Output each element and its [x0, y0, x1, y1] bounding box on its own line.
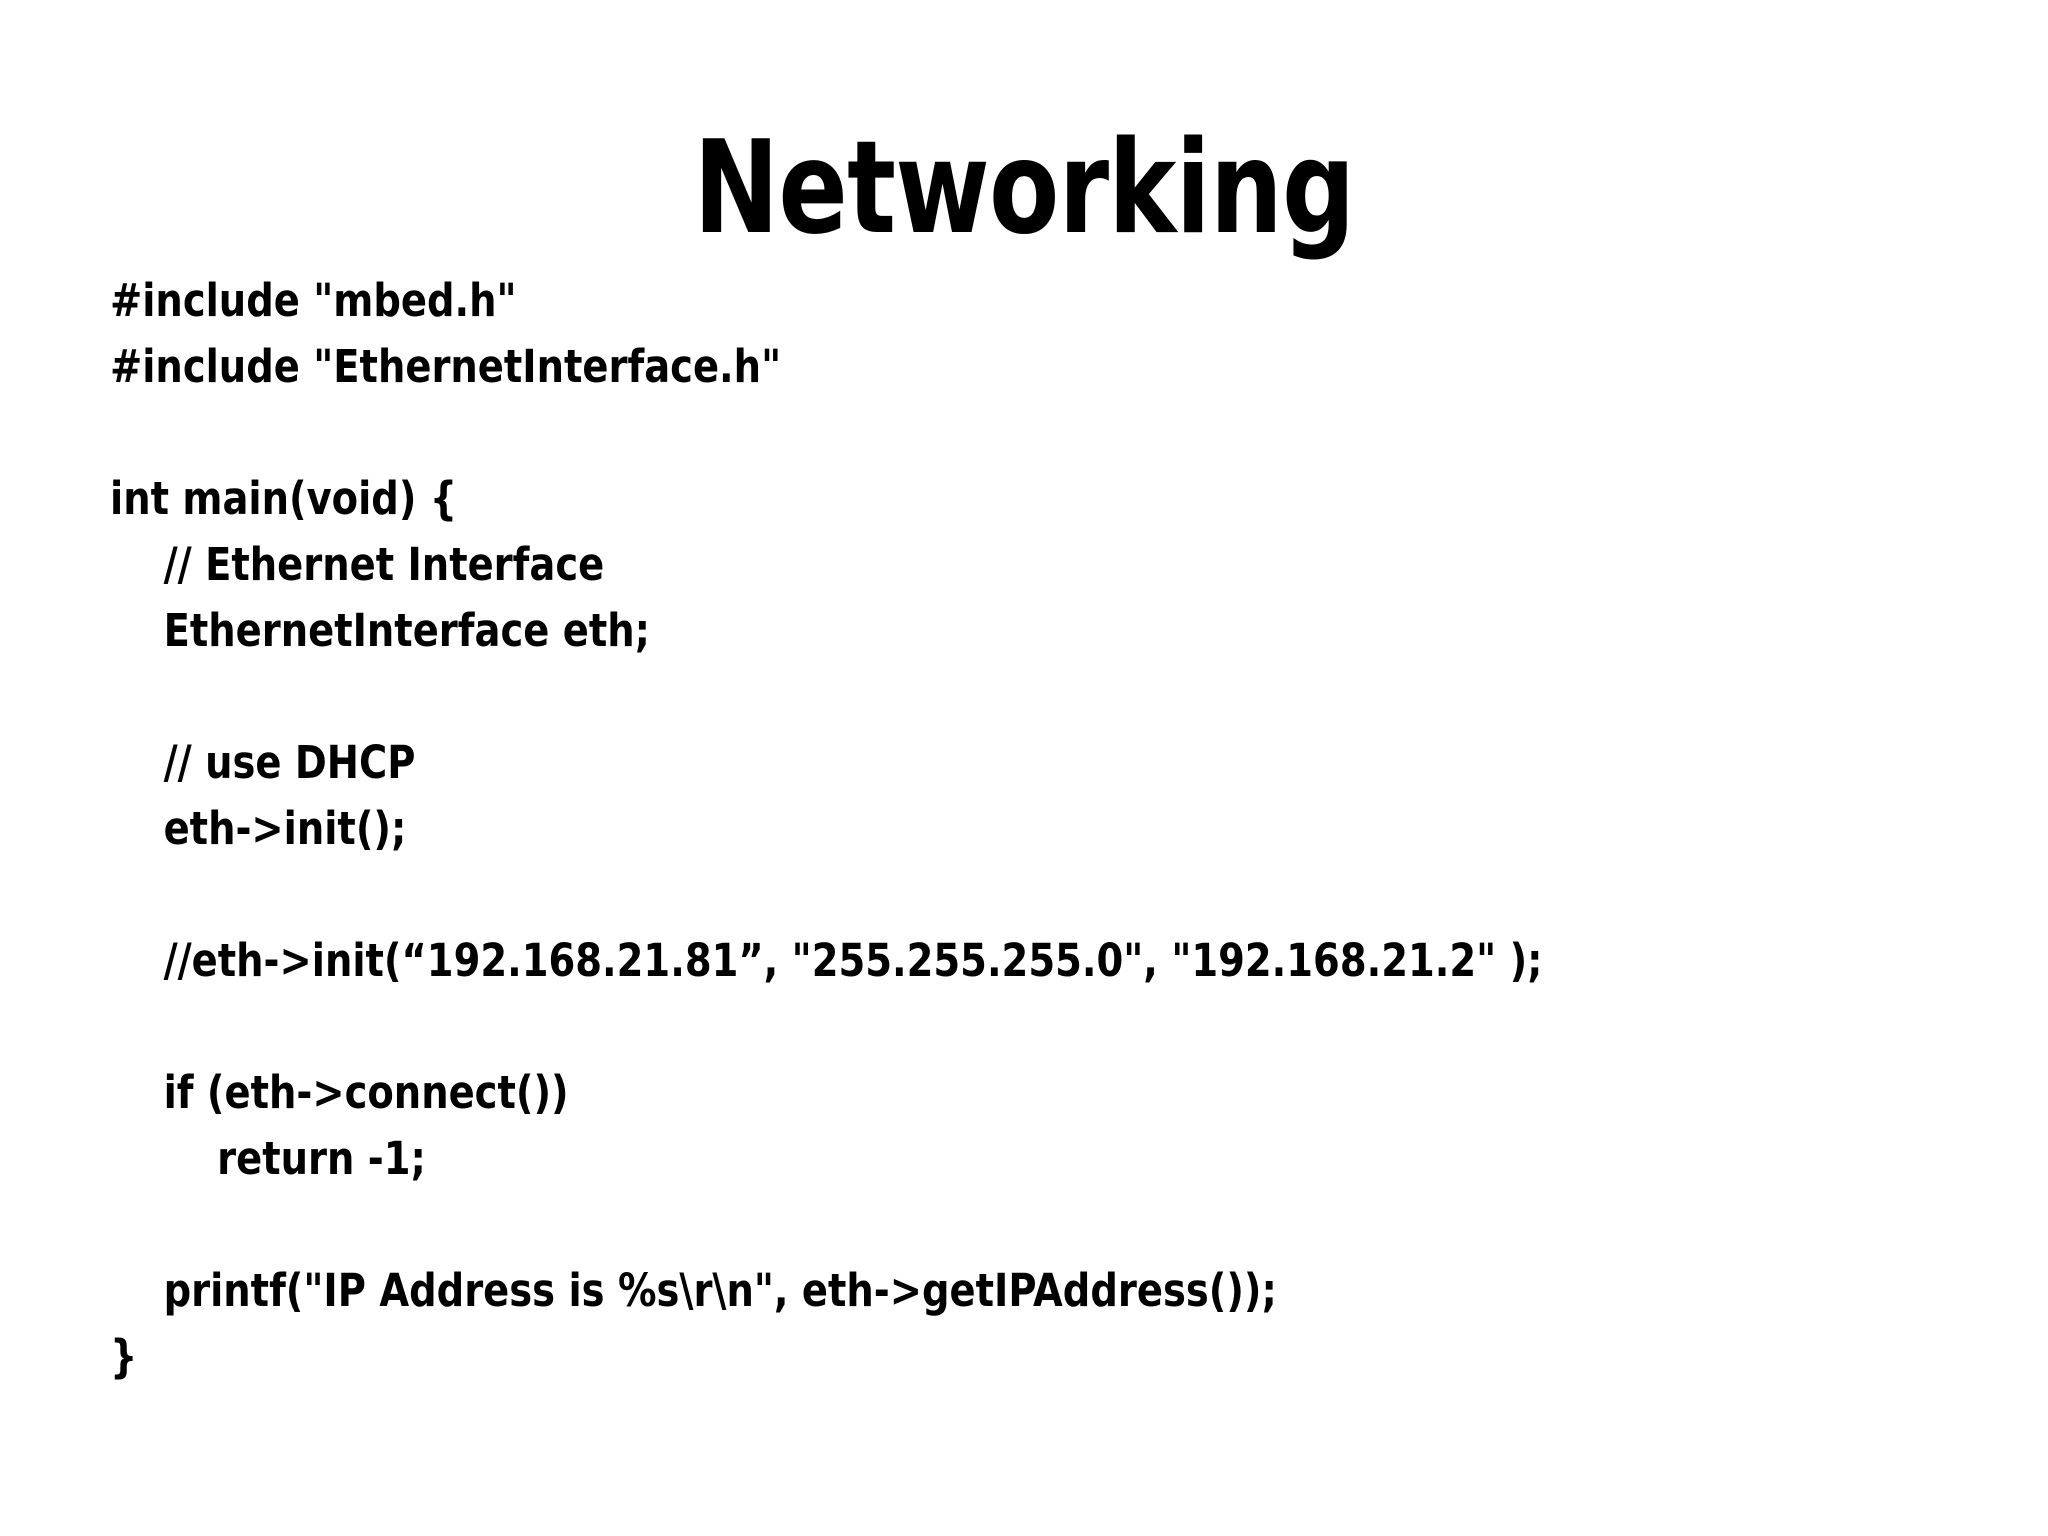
code-block: #include "mbed.h" #include "EthernetInte… — [110, 268, 1700, 1390]
code-line-blank — [110, 1192, 1700, 1258]
code-line: //eth->init(“192.168.21.81”, "255.255.25… — [110, 934, 1543, 987]
code-line: int main(void) { — [110, 472, 458, 525]
code-line: if (eth->connect()) — [110, 1066, 569, 1119]
code-line: #include "EthernetInterface.h" — [110, 340, 782, 393]
code-line: #include "mbed.h" — [110, 274, 517, 327]
code-line: eth->init(); — [110, 802, 407, 855]
code-line: EthernetInterface eth; — [110, 604, 651, 657]
code-line: } — [110, 1330, 138, 1383]
code-line-blank — [110, 862, 1700, 928]
code-line: // Ethernet Interface — [110, 538, 605, 591]
code-line: printf("IP Address is %s\r\n", eth->getI… — [110, 1264, 1277, 1317]
page-title: Networking — [693, 113, 1356, 263]
code-line: return -1; — [110, 1132, 426, 1185]
code-line: // use DHCP — [110, 736, 416, 789]
code-line-blank — [110, 400, 1700, 466]
code-line-blank — [110, 994, 1700, 1060]
code-line-blank — [110, 664, 1700, 730]
